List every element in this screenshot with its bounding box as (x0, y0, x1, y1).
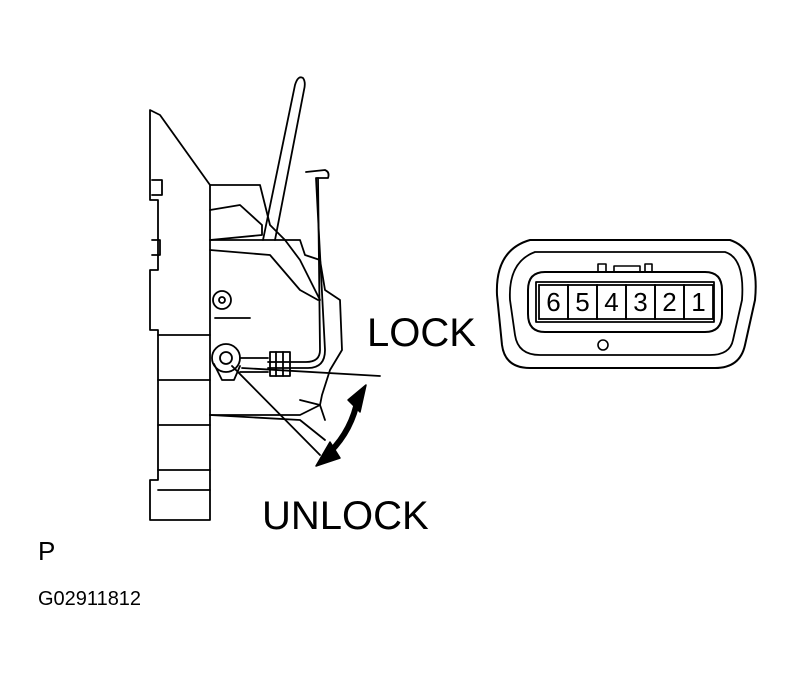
unlock-label: UNLOCK (262, 494, 429, 538)
pin-number: 5 (575, 287, 589, 317)
view-letter: P (38, 536, 56, 566)
lock-rod (262, 76, 306, 241)
pin-number: 2 (662, 287, 676, 317)
link-rod (239, 169, 330, 377)
pin-5: 5 (567, 284, 598, 320)
door-lock-assembly (149, 109, 343, 521)
pin-3: 3 (625, 284, 656, 320)
pin-number: 3 (633, 287, 647, 317)
pin-2: 2 (654, 284, 685, 320)
pin-1: 1 (683, 284, 714, 320)
pin-number: 6 (546, 287, 560, 317)
pin-6: 6 (538, 284, 569, 320)
pin-number: 4 (604, 287, 618, 317)
lock-motor-connector (495, 239, 757, 369)
figure-code: G02911812 (38, 588, 142, 610)
lock-direction-arrow (315, 384, 367, 467)
lock-lever (211, 343, 381, 456)
pin-4: 4 (596, 284, 627, 320)
pin-number: 1 (691, 287, 705, 317)
lock-label: LOCK (367, 311, 476, 355)
